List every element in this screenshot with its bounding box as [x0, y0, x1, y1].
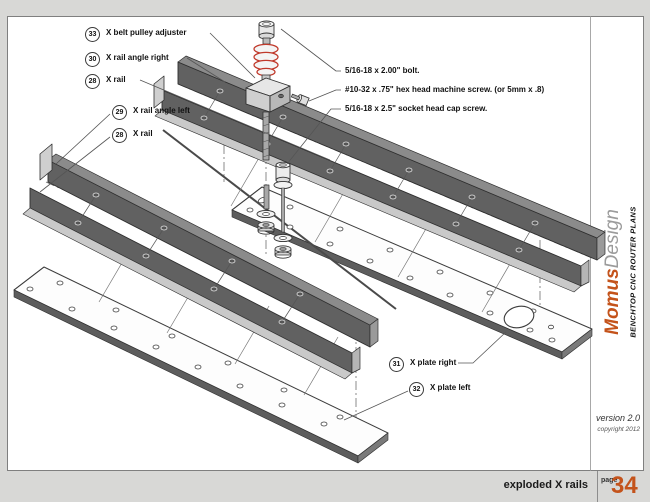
brand-logo: MomusDesign	[602, 209, 624, 335]
x-plate-left	[13, 266, 389, 464]
threaded-rod	[262, 111, 270, 161]
callout-32-label: X plate left	[430, 383, 471, 392]
note-cap-screw: 5/16-18 x 2.5" socket head cap screw.	[345, 104, 488, 113]
version-label: version 2.0	[595, 413, 640, 423]
leader-lines	[39, 28, 507, 421]
belt-pulley-adjuster	[245, 20, 310, 161]
callout-30-number: 30	[85, 52, 100, 67]
footer-title: exploded X rails	[503, 479, 588, 491]
brand-secondary: Design	[602, 209, 623, 269]
nut	[257, 221, 275, 235]
x-plate-right	[162, 129, 593, 360]
fasteners-below	[256, 161, 293, 259]
cap-screw	[273, 161, 293, 259]
pulley-discs	[253, 43, 279, 77]
callout-32-number: 32	[409, 382, 424, 397]
machine-screw	[290, 93, 310, 106]
callout-28b-label: X rail	[133, 129, 153, 138]
callout-28-number: 28	[85, 74, 100, 89]
callout-31-number: 31	[389, 357, 404, 372]
note-machine-screw: #10-32 x .75" hex head machine screw. (o…	[345, 85, 545, 94]
adjuster-block	[245, 77, 291, 113]
angle-flange	[154, 109, 582, 293]
angle-end-face	[596, 231, 606, 261]
page-word: page	[601, 477, 618, 484]
brand-primary: Momus	[602, 268, 623, 335]
callout-29-label: X rail angle left	[133, 106, 190, 115]
callout-28-label: X rail	[106, 75, 126, 84]
note-bolt: 5/16-18 x 2.00" bolt.	[345, 66, 420, 75]
copyright-label: copyright 2012	[597, 426, 640, 433]
callout-29-number: 29	[112, 105, 127, 120]
callout-33-label: X belt pulley adjuster	[106, 28, 187, 37]
callout-28b-number: 28	[112, 128, 127, 143]
callout-33-number: 33	[85, 27, 100, 42]
callout-30-label: X rail angle right	[106, 53, 169, 62]
brand-subtitle: BENCHTOP CNC ROUTER PLANS	[628, 206, 638, 338]
page-number: 34	[611, 472, 638, 499]
callout-31-label: X plate right	[410, 358, 457, 367]
angle-flange	[22, 207, 353, 380]
angle-end-face	[39, 143, 53, 181]
large-bore-hole	[503, 305, 535, 329]
x-rail-assembly-left	[22, 143, 379, 396]
